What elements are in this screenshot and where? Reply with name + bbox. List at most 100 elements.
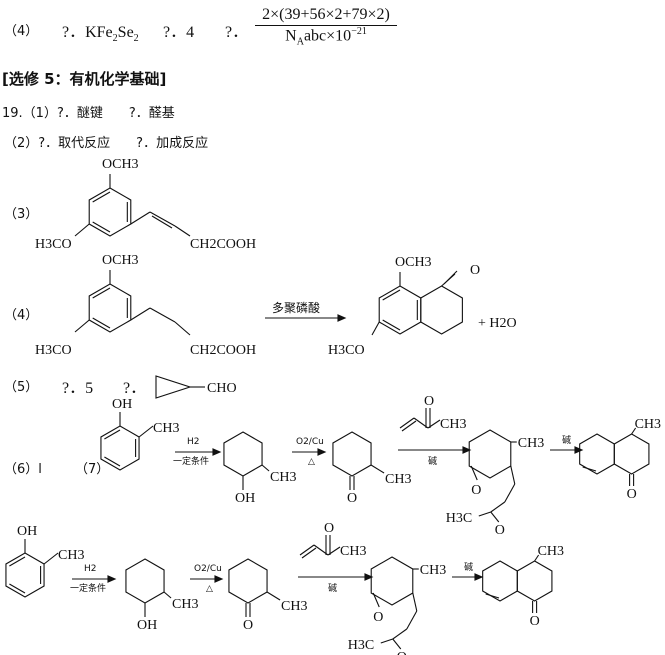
arrowhead-icon xyxy=(214,575,224,583)
q4-label: （4） xyxy=(4,24,39,39)
oxygen-label: O xyxy=(347,491,357,506)
atom-label: H3CO xyxy=(328,343,365,358)
double-bond xyxy=(485,593,500,599)
decalin-ring xyxy=(613,433,650,475)
oxygen-label: O xyxy=(324,521,334,536)
q7-label: （7） xyxy=(75,462,110,477)
atom-label: CH2COOH xyxy=(190,237,256,252)
atom-label: H2 xyxy=(84,564,97,574)
bond-line xyxy=(149,307,176,323)
arrowhead-icon xyxy=(337,314,347,322)
atom-label: CH3 xyxy=(153,421,179,436)
atom-label: △ xyxy=(206,584,213,594)
double-bond xyxy=(151,215,173,229)
cresol-ring xyxy=(5,552,45,598)
atom-label: CH3 xyxy=(635,417,661,432)
bond-line xyxy=(130,307,151,321)
atom-label: 碱 xyxy=(428,456,437,467)
formula-numerator: 2×(39+56×2+79×2) xyxy=(255,6,397,26)
arrowhead-icon xyxy=(107,575,117,583)
atom-label: OH xyxy=(137,618,157,633)
arrowhead-icon xyxy=(364,573,374,581)
oxygen-label: O xyxy=(495,523,505,538)
q4-answer-1: ?．KFe2Se2 xyxy=(62,18,139,44)
bond-line xyxy=(327,546,341,556)
double-bond xyxy=(299,544,315,556)
formula-denominator: NAabc×10−21 xyxy=(255,26,397,48)
cyclohexane-ring xyxy=(223,431,263,477)
den-sub: A xyxy=(296,36,304,48)
atom-label: CH3 xyxy=(270,470,296,485)
bond-line xyxy=(443,270,458,285)
bond-line xyxy=(478,511,491,517)
answer-text: ?．KFe xyxy=(62,24,113,41)
cresol-ring xyxy=(100,425,140,471)
bond-line xyxy=(392,628,408,640)
atom-label: OH xyxy=(235,491,255,506)
atom-label: CH3 xyxy=(340,544,366,559)
atom-label: O2/Cu xyxy=(296,437,324,447)
bond-line xyxy=(380,638,393,644)
atom-label: CH3 xyxy=(281,599,307,614)
atom-label: 碱 xyxy=(562,435,571,446)
bond-line xyxy=(392,638,402,650)
oxygen-label: O xyxy=(424,394,434,409)
bond-line xyxy=(370,464,385,474)
bond-line xyxy=(372,592,380,608)
subscript: 2 xyxy=(133,33,139,45)
oxygen-label: O xyxy=(530,614,540,629)
q5-answer-1: ?．5 xyxy=(62,380,94,397)
double-bond xyxy=(9,583,26,594)
benzene-ring xyxy=(378,285,422,335)
bond-line xyxy=(406,610,418,630)
atom-label: CH3 xyxy=(420,563,446,578)
atom-label: 碱 xyxy=(328,583,337,594)
bond-line xyxy=(371,321,380,336)
double-bond xyxy=(401,420,417,432)
atom-label: CH3 xyxy=(518,436,544,451)
bond-line xyxy=(266,591,281,601)
cyclohexanone-ring xyxy=(332,431,372,477)
bond-line xyxy=(130,211,151,225)
bond-line xyxy=(138,425,154,438)
double-bond xyxy=(382,319,401,331)
bond-line xyxy=(490,511,500,523)
bond-line xyxy=(412,592,418,612)
bond-line xyxy=(43,552,59,565)
atom-label: 一定条件 xyxy=(173,455,209,467)
section-title: [选修 5：有机化学基础] xyxy=(2,70,167,88)
q3-label: （3） xyxy=(4,207,39,222)
double-bond xyxy=(104,456,121,467)
density-formula: 2×(39+56×2+79×2) NAabc×10−21 xyxy=(255,6,397,48)
q5-answer-2: ?． xyxy=(123,380,147,397)
q19-part1: 19.（1）?．醚键 ?．醛基 xyxy=(2,106,175,121)
double-bond xyxy=(92,191,111,203)
atom-label: CH3 xyxy=(538,544,564,559)
oxygen-label: O xyxy=(397,650,407,655)
atom-label: OH xyxy=(112,397,132,412)
atom-label: CH3 xyxy=(58,548,84,563)
atom-label: OCH3 xyxy=(395,255,432,270)
den-exp: −21 xyxy=(351,26,367,37)
bond-line xyxy=(174,321,191,336)
double-bond xyxy=(92,287,111,299)
atom-label: OCH3 xyxy=(102,157,139,172)
q4-label-2: （4） xyxy=(4,308,39,323)
bond-line xyxy=(534,554,540,562)
atom-label: H3C xyxy=(446,511,472,526)
q6-label: （6）l xyxy=(4,462,42,477)
den-n: N xyxy=(285,27,297,45)
double-bond xyxy=(92,221,111,233)
benzene-ring xyxy=(88,283,132,333)
oxygen-label: O xyxy=(627,487,637,502)
double-bond xyxy=(399,417,415,429)
oxygen-label: O xyxy=(373,610,383,625)
bond-line xyxy=(74,223,90,237)
atom-label: CH3 xyxy=(440,417,466,432)
atom-label: CH2COOH xyxy=(190,343,256,358)
atom-label: O2/Cu xyxy=(194,564,222,574)
oxygen-label: O xyxy=(470,263,480,278)
atom-label: 一定条件 xyxy=(70,582,106,594)
bond-line xyxy=(490,501,506,513)
